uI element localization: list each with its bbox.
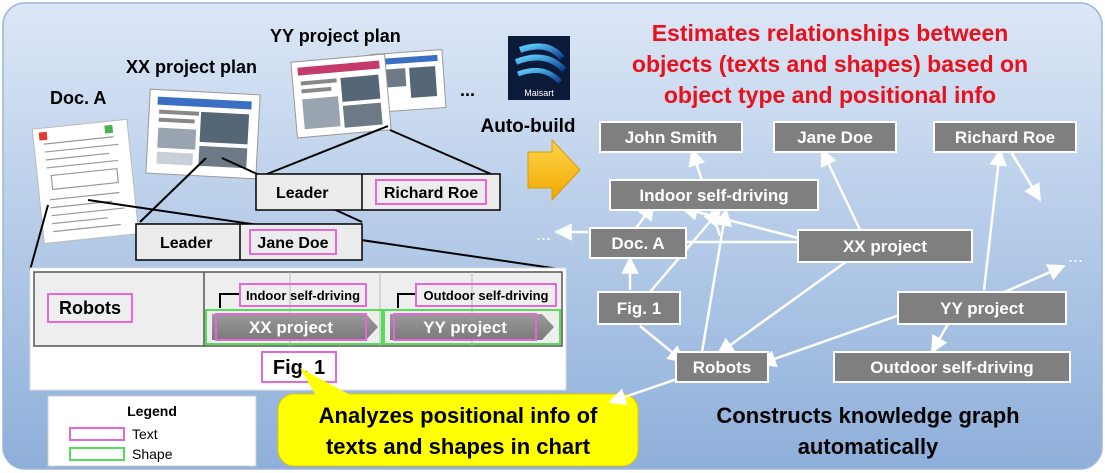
- graph-node-doc-a-label: Doc. A: [611, 234, 664, 253]
- graph-ellipsis-right: ...: [1068, 246, 1083, 266]
- doc-a-label: Doc. A: [50, 88, 106, 108]
- legend-shape-swatch: [69, 447, 125, 461]
- footer-line-1: Constructs knowledge graph: [716, 403, 1019, 428]
- graph-node-outdoor: Outdoor self-driving: [833, 351, 1071, 383]
- legend: [47, 395, 257, 467]
- footer-line-2: automatically: [798, 434, 939, 459]
- graph-node-jane-doe-label: Jane Doe: [797, 128, 873, 147]
- graph-node-robots: Robots: [675, 351, 769, 383]
- yy-plan-label: YY project plan: [270, 26, 401, 46]
- headline-line-3: object type and positional info: [664, 82, 996, 108]
- fig1-chart: [29, 267, 567, 391]
- graph-node-doc-a: Doc. A: [589, 227, 687, 259]
- graph-node-yy-project-label: YY project: [940, 299, 1024, 318]
- graph-ellipsis-left: ...: [536, 224, 551, 244]
- graph-node-fig1: Fig. 1: [597, 291, 681, 325]
- doc-a-page: [31, 118, 140, 245]
- xx-plan-slide: [145, 88, 261, 180]
- xx-plan-label: XX project plan: [126, 57, 257, 77]
- legend-title: Legend: [127, 403, 177, 419]
- graph-node-indoor: Indoor self-driving: [609, 179, 819, 211]
- graph-node-fig1-label: Fig. 1: [617, 299, 661, 318]
- graph-node-outdoor-label: Outdoor self-driving: [870, 358, 1033, 377]
- graph-node-john-smith-label: John Smith: [625, 128, 718, 147]
- chart-robots-text: Robots: [59, 298, 121, 318]
- headline-line-2: objects (texts and shapes) based on: [632, 51, 1028, 77]
- auto-build-label: Auto-build: [481, 116, 576, 137]
- legend-text-label: Text: [132, 426, 158, 442]
- jane-doe-text: Jane Doe: [257, 235, 328, 252]
- richard-roe-text: Richard Roe: [384, 185, 478, 202]
- logo-text: Maisart: [524, 88, 554, 98]
- callout-line-2: texts and shapes in chart: [326, 434, 591, 459]
- leader-label-upper: Leader: [276, 185, 328, 202]
- headline-line-1: Estimates relationships between: [652, 20, 1009, 46]
- graph-node-yy-project: YY project: [897, 291, 1067, 325]
- maisart-logo: [508, 36, 570, 100]
- analyze-callout: [277, 368, 639, 467]
- auto-build-arrow: [527, 138, 581, 202]
- chart-outdoor-text: Outdoor self-driving: [424, 288, 549, 303]
- callout-line-1: Analyzes positional info of: [319, 403, 598, 428]
- legend-text-swatch: [69, 427, 125, 441]
- leader-table-lower: [135, 223, 363, 261]
- chart-yy-project-text: YY project: [423, 318, 507, 337]
- graph-node-richard-roe: Richard Roe: [933, 121, 1077, 153]
- legend-shape-label: Shape: [132, 446, 173, 462]
- docs-ellipsis: ...: [460, 80, 475, 100]
- graph-node-xx-project-label: XX project: [843, 237, 927, 256]
- graph-node-xx-project: XX project: [797, 229, 973, 263]
- chart-indoor-text: Indoor self-driving: [246, 288, 360, 303]
- leader-table-upper: [255, 173, 501, 211]
- graph-node-richard-roe-label: Richard Roe: [955, 128, 1055, 147]
- graph-node-indoor-label: Indoor self-driving: [639, 186, 788, 205]
- graph-node-jane-doe: Jane Doe: [773, 121, 897, 153]
- yy-plan-slides: [290, 49, 447, 139]
- graph-node-john-smith: John Smith: [599, 121, 743, 153]
- graph-node-robots-label: Robots: [693, 358, 752, 377]
- leader-label-lower: Leader: [160, 235, 212, 252]
- fig1-caption: Fig. 1: [273, 357, 325, 379]
- chart-xx-project-text: XX project: [249, 318, 333, 337]
